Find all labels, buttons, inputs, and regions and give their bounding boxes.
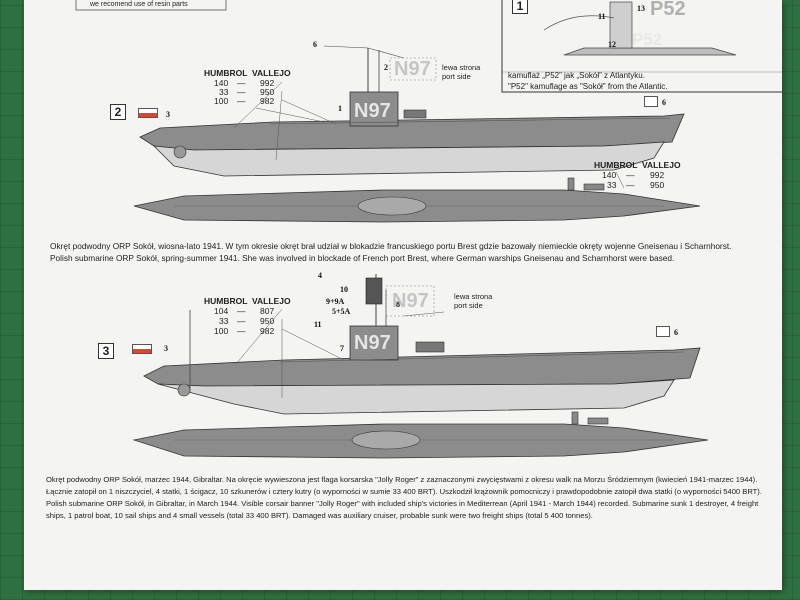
inset-marker: 13 [637, 4, 645, 13]
table-header-vallejo: VALLEJO [252, 296, 291, 306]
port-side-code: N97 [394, 58, 431, 80]
marker-1: 1 [338, 104, 342, 113]
profile-2-caption-en: Polish submarine ORP Sokół, spring-summe… [50, 253, 675, 263]
humbrol-value: 100 [214, 96, 229, 106]
marker-2: 2 [384, 63, 388, 72]
marker-11: 11 [314, 320, 322, 329]
profile-3-caption-line: Polish submarine ORP Sokół, in Gibraltar… [46, 499, 759, 508]
polish-flag-icon [138, 108, 158, 118]
submarine-drawings [75, 0, 782, 459]
marker-5-5a: 5+5A [332, 307, 351, 316]
table-header-vallejo: VALLEJO [252, 68, 291, 78]
port-side-code: N97 [392, 290, 429, 312]
vallejo-value: 992 [260, 78, 275, 88]
hull-code: N97 [354, 100, 391, 122]
marker-8: 8 [396, 300, 400, 309]
marker-6: 6 [674, 328, 678, 337]
vallejo-value: 950 [260, 316, 275, 326]
marker-10: 10 [340, 285, 348, 294]
inset-badge: 1 [512, 0, 528, 14]
marker-3: 3 [164, 344, 168, 353]
resin-parts-note: we recomend use of resin parts [90, 1, 188, 8]
inset-caption-pl: kamuflaż „P52” jak „Sokół” z Atlantyku. [508, 71, 645, 80]
profile-3-caption-line: ships, 1 patrol boat, 10 sail ships and … [46, 511, 593, 520]
profile-3-badge: 3 [98, 343, 114, 359]
humbrol-value: 33 [219, 87, 229, 97]
marker-4: 4 [318, 271, 322, 280]
inset-caption-en: "P52" kamuflage as "Sokół" from the Atla… [508, 82, 668, 91]
vallejo-value: 807 [260, 306, 275, 316]
table-header-humbrol: HUMBROL [594, 160, 638, 170]
vallejo-value: 982 [260, 326, 275, 336]
port-side-label-pl: lewa strona [454, 292, 493, 301]
instruction-sheet: we recomend use of resin parts 1 11 12 1… [24, 0, 782, 590]
profile-2-badge: 2 [110, 104, 126, 120]
marker-7: 7 [340, 344, 344, 353]
vallejo-value: 950 [650, 180, 665, 190]
marker-9-9a: 9+9A [326, 297, 345, 306]
humbrol-value: 33 [219, 316, 229, 326]
port-side-label-en: port side [454, 301, 483, 310]
port-side-label-en: port side [442, 72, 471, 81]
vallejo-value: 992 [650, 170, 665, 180]
humbrol-value: 140 [602, 170, 617, 180]
inset-hull-code: P52 [632, 30, 663, 49]
naval-ensign-icon [656, 326, 670, 337]
humbrol-value: 140 [214, 78, 229, 88]
inset-marker: 12 [608, 40, 616, 49]
table-header-vallejo: VALLEJO [642, 160, 681, 170]
table-header-humbrol: HUMBROL [204, 68, 248, 78]
marker-4: 6 [313, 40, 317, 49]
port-side-label-pl: lewa strona [442, 63, 481, 72]
table-header-humbrol: HUMBROL [204, 296, 248, 306]
inset-marker: 11 [598, 12, 606, 21]
humbrol-value: 100 [214, 326, 229, 336]
polish-flag-icon [132, 344, 152, 354]
vallejo-value: 982 [260, 96, 275, 106]
marker-3: 3 [166, 110, 170, 119]
profile-3-caption-line: Łącznie zatopił on 1 niszczyciel, 4 stat… [46, 487, 762, 496]
profile-2-caption-pl: Okręt podwodny ORP Sokół, wiosna-lato 19… [50, 241, 732, 251]
hull-code: N97 [354, 332, 391, 354]
profile-3-caption-line: Okręt podwodny ORP Sokół, marzec 1944, G… [46, 475, 758, 484]
vallejo-value: 950 [260, 87, 275, 97]
marker-6: 6 [662, 98, 666, 107]
humbrol-value: 33 [607, 180, 617, 190]
naval-ensign-icon [644, 96, 658, 107]
humbrol-value: 104 [214, 306, 229, 316]
inset-hull-code: P52 [650, 0, 686, 20]
